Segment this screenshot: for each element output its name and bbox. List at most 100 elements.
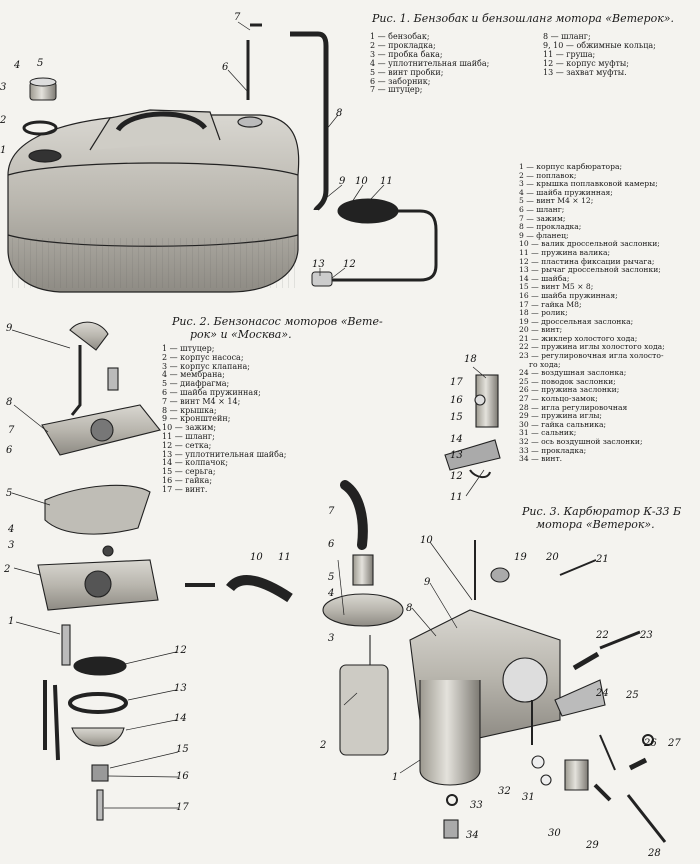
fig2-label-13: 13 xyxy=(174,683,187,694)
fig2-caption-line-1: Рис. 2. Бензонасос моторов «Вете- xyxy=(172,315,383,328)
fig3-label-32: 32 xyxy=(498,786,511,797)
legend-item: 16 — гайка; xyxy=(162,475,213,485)
fig1-part-labels: 7 6 4 5 3 2 1 8 9 10 11 13 12 xyxy=(0,12,393,270)
legend-item: 15 — винт М5 × 8; xyxy=(519,282,594,292)
legend-item: 17 — винт. xyxy=(162,484,208,494)
fig3-label-3: 3 xyxy=(328,633,334,644)
fig2-label-5: 5 xyxy=(6,488,12,499)
fig3-label-11: 11 xyxy=(450,492,463,503)
fig3-label-2: 2 xyxy=(319,740,326,751)
fig1-label-2: 2 xyxy=(0,115,6,126)
fig3-label-8: 8 xyxy=(406,603,412,614)
fig3-label-9: 9 xyxy=(424,577,431,588)
legend-item: 4 — уплотнительная шайба; xyxy=(370,58,490,68)
legend-item: 12 — сетка; xyxy=(162,440,212,450)
fig1-label-1: 1 xyxy=(0,145,6,156)
legend-item: 2 — поплавок; xyxy=(519,170,577,180)
fig3-caption-line-2: мотора «Ветерок». xyxy=(536,518,655,531)
legend-item: 9 — фланец; xyxy=(519,230,569,240)
legend-item: 14 — колпачок; xyxy=(162,458,229,468)
fig2-label-6: 6 xyxy=(6,445,13,456)
legend-item: 31 — сальник; xyxy=(519,428,577,438)
fig3-caption-line-1: Рис. 3. Карбюратор К-33 Б xyxy=(522,505,682,518)
fig1-legend-right: 8 — шланг; 9, 10 — обжимные кольца; 11 —… xyxy=(543,32,656,78)
fig3-label-22: 22 xyxy=(595,630,609,641)
legend-item: 15 — серьга; xyxy=(162,467,216,477)
fuel-tank-drawing xyxy=(7,109,300,293)
fig2-label-12: 12 xyxy=(174,645,187,656)
legend-item: 30 — гайка сальника; xyxy=(519,419,607,429)
legend-item: 5 — винт пробки; xyxy=(370,67,444,77)
fig2-label-11: 11 xyxy=(278,552,291,563)
legend-item: 22 — пружина иглы холостого хода; xyxy=(519,342,665,352)
fig3-label-14: 14 xyxy=(450,434,463,445)
fig3-label-16: 16 xyxy=(450,395,463,406)
legend-item: 1 — бензобак; xyxy=(370,32,430,41)
fig3-label-6: 6 xyxy=(328,539,335,550)
fig2-label-10: 10 xyxy=(250,552,263,563)
legend-item: 11 — шланг; xyxy=(162,431,215,441)
fig2-label-8: 8 xyxy=(6,397,12,408)
fig1-label-3: 3 xyxy=(0,82,6,93)
legend-item: 18 — ролик; xyxy=(519,308,568,318)
fig1-legend-left: 1 — бензобак; 2 — прокладка; 3 — пробка … xyxy=(370,32,490,95)
fig3-label-34: 34 xyxy=(466,830,479,841)
fig2-caption: Рис. 2. Бензонасос моторов «Вете- рок» и… xyxy=(172,315,392,341)
fig2-label-16: 16 xyxy=(176,771,189,782)
fig1-label-4: 4 xyxy=(13,60,20,71)
fig3-label-4: 4 xyxy=(327,588,334,599)
fig3-label-18: 18 xyxy=(464,354,477,365)
legend-item: 24 — воздушная заслонка; xyxy=(519,368,627,378)
legend-item: 10 — зажим; xyxy=(162,423,217,433)
legend-item: 8 — крышка; xyxy=(162,405,217,415)
fig3-label-33: 33 xyxy=(470,800,483,811)
legend-item: 12 — корпус муфты; xyxy=(543,58,629,68)
fig2-legend: 1 — штуцер; 2 — корпус насоса; 3 — корпу… xyxy=(162,344,287,495)
fig3-label-31: 31 xyxy=(522,792,535,803)
legend-item: 1 — корпус карбюратора; xyxy=(519,162,623,171)
fig3-label-24: 24 xyxy=(595,688,609,699)
fuel-hose-drawing xyxy=(246,23,438,287)
fig2-label-9: 9 xyxy=(6,323,13,334)
legend-item: 12 — пластина фиксации рычага; xyxy=(519,256,655,266)
legend-item: 2 — корпус насоса; xyxy=(162,352,244,362)
fig3-label-26: 26 xyxy=(643,738,657,749)
legend-item: 23 — регулировочная игла холосто- xyxy=(519,351,664,361)
legend-item: 13 — уплотнительная шайба; xyxy=(162,449,287,459)
fig3-label-10: 10 xyxy=(420,535,433,546)
legend-item: 17 — гайка М8; xyxy=(519,299,582,309)
legend-item: 10 — валик дроссельной заслонки; xyxy=(519,239,660,249)
fig1-label-5: 5 xyxy=(37,58,43,69)
legend-item: го хода; xyxy=(529,359,561,369)
fig3-label-1: 1 xyxy=(392,772,398,783)
fig2-label-3: 3 xyxy=(8,540,14,551)
legend-item: 20 — винт; xyxy=(519,325,563,335)
legend-item: 11 — пружина валика; xyxy=(519,247,611,257)
fig2-label-15: 15 xyxy=(176,744,189,755)
fig3-label-13: 13 xyxy=(450,450,463,461)
fig1-label-13: 13 xyxy=(312,259,325,270)
legend-item: 8 — прокладка; xyxy=(519,222,582,232)
fig3-label-23: 23 xyxy=(639,630,653,641)
fig1-label-9: 9 xyxy=(339,176,346,187)
legend-item: 1 — штуцер; xyxy=(162,344,215,353)
legend-item: 5 — диафрагма; xyxy=(162,379,230,389)
legend-item: 6 — шланг; xyxy=(519,204,565,214)
legend-item: 6 — шайба пружинная; xyxy=(162,387,261,397)
fig1-label-7: 7 xyxy=(234,12,241,23)
legend-item: 9 — кронштейн; xyxy=(162,414,231,424)
fig2-label-4: 4 xyxy=(7,524,14,535)
legend-item: 29 — пружина иглы; xyxy=(519,411,602,421)
fig1-caption: Рис. 1. Бензобак и бензошланг мотора «Ве… xyxy=(372,12,675,25)
legend-item: 6 — заборник; xyxy=(370,76,431,86)
fig2-label-7: 7 xyxy=(8,425,15,436)
fig2-label-1: 1 xyxy=(8,616,14,627)
fig3-label-27: 27 xyxy=(667,738,681,749)
legend-item: 28 — игла регулировочная xyxy=(519,402,628,412)
legend-item: 7 — винт М4 × 14; xyxy=(162,396,241,406)
legend-item: 16 — шайба пружинная; xyxy=(519,290,618,300)
legend-item: 7 — штуцер; xyxy=(370,85,423,95)
legend-item: 3 — пробка бака; xyxy=(370,49,443,59)
legend-item: 4 — шайба пружинная; xyxy=(519,187,613,197)
legend-item: 26 — пружина заслонки; xyxy=(519,385,620,395)
